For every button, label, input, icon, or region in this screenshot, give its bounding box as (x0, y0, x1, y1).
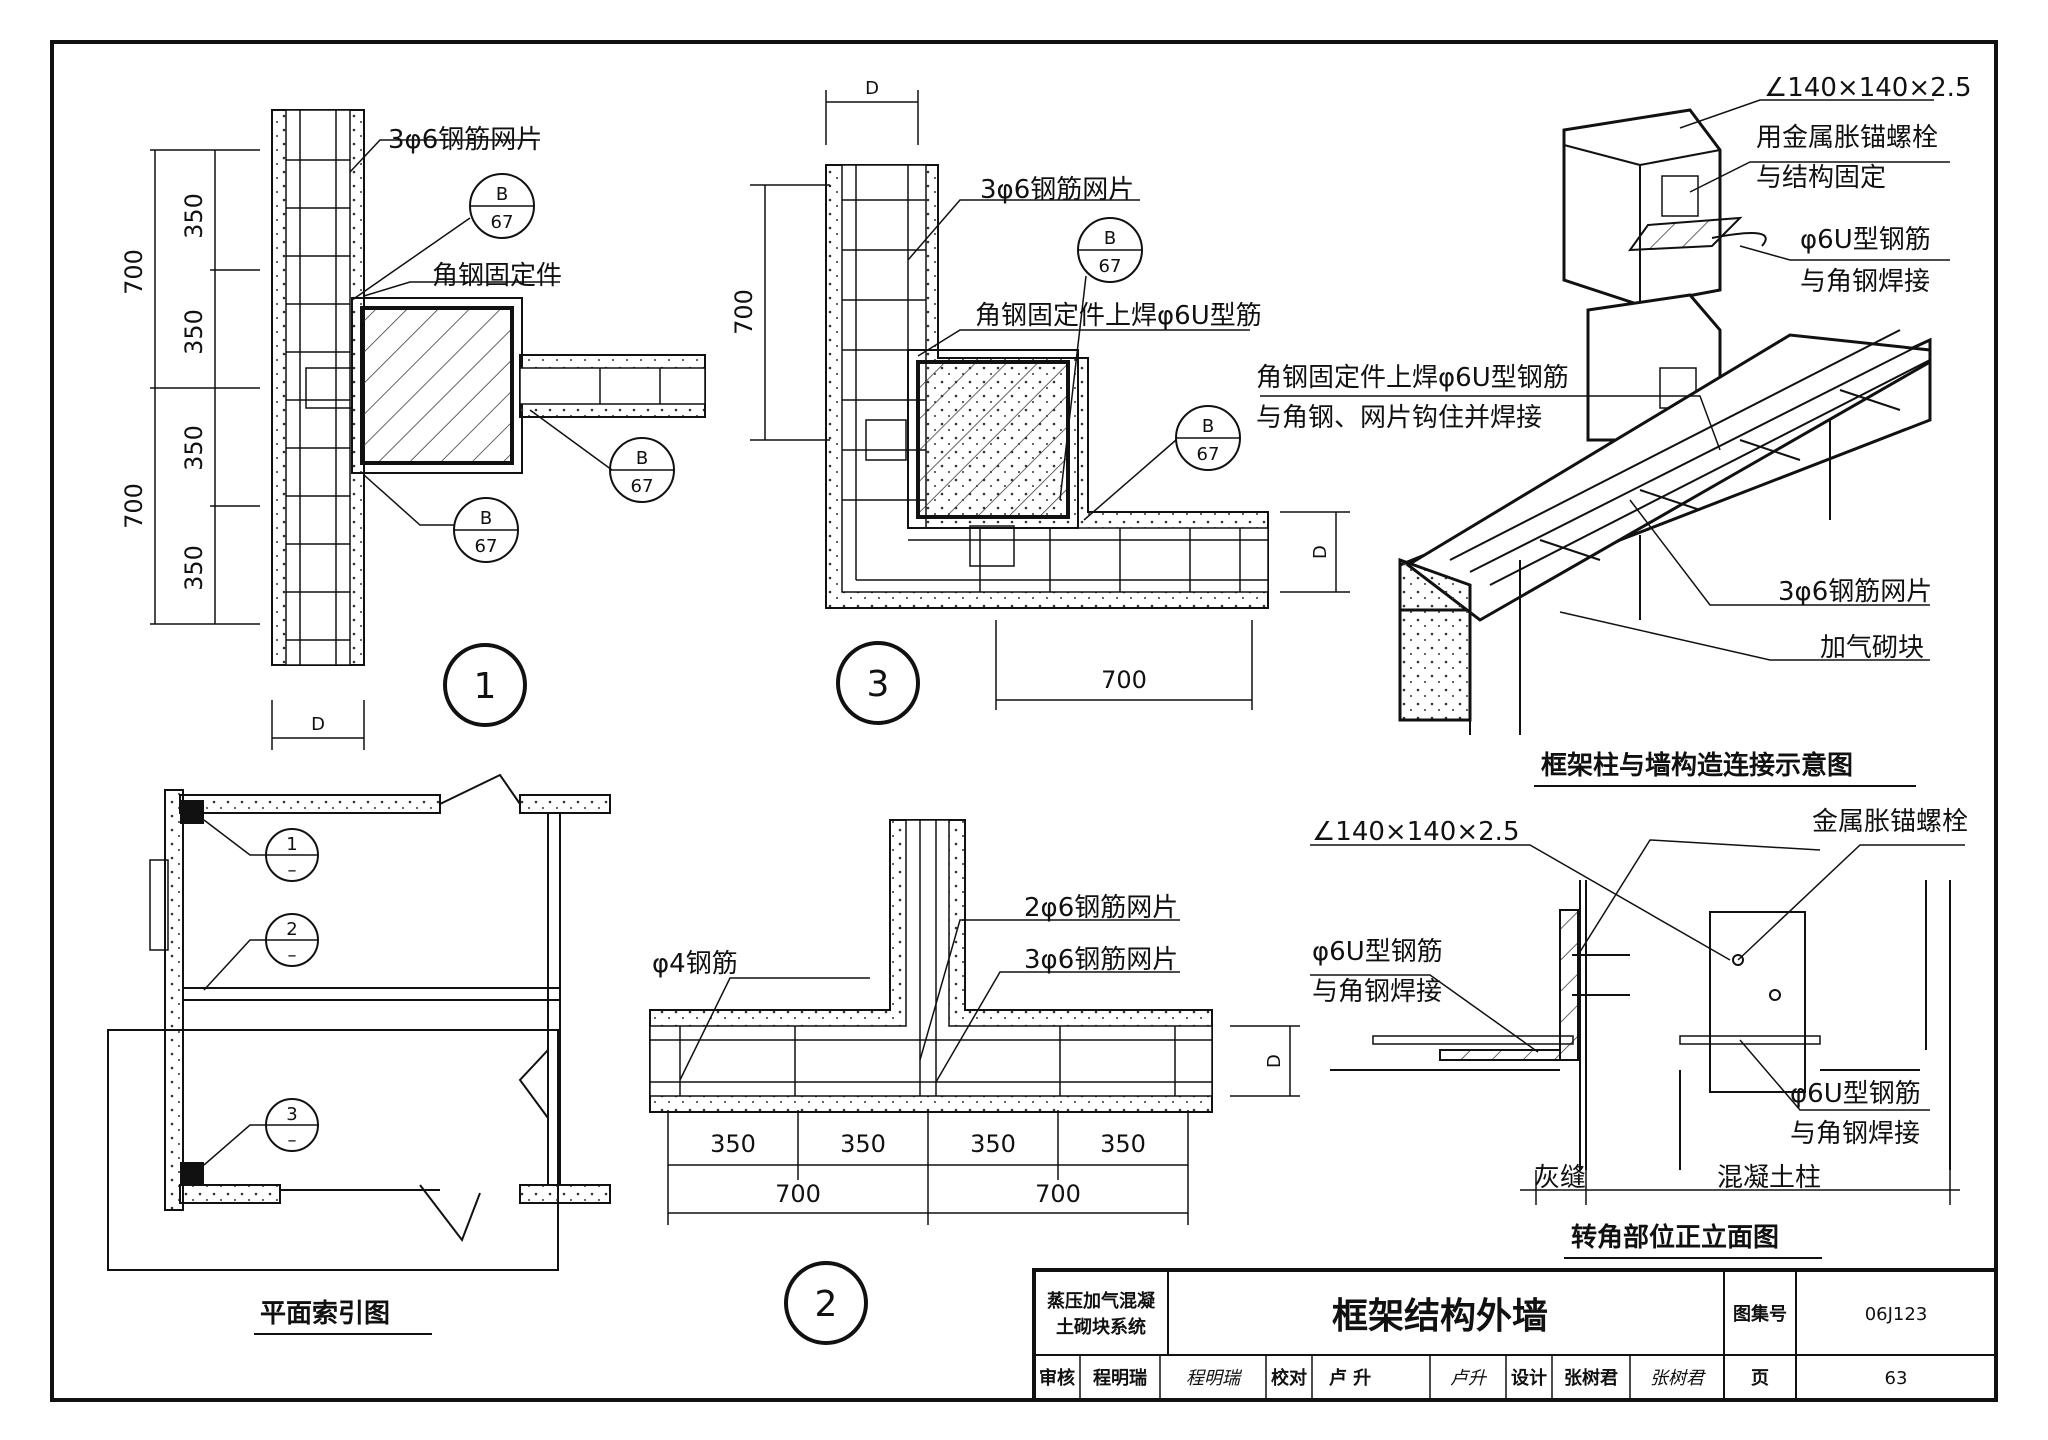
d1-ref-bottom: B 67 (453, 497, 519, 563)
detail-1-number: 1 (474, 666, 497, 707)
d3-label-angle-u: 角钢固定件上焊φ6U型筋 (975, 301, 1262, 331)
d2-dim-350-b: 350 (840, 1130, 886, 1158)
svg-text:B: B (1104, 228, 1116, 249)
iso-label-mesh: 3φ6钢筋网片 (1778, 577, 1932, 607)
detail-2-number: 2 (815, 1284, 838, 1325)
svg-text:B: B (636, 448, 648, 469)
tb-atlas-label: 图集号 (1733, 1303, 1787, 1325)
tb-designer: 张树君 (1564, 1367, 1618, 1389)
d1-dim-700-b: 700 (120, 483, 148, 529)
iso-connection: ∠140×140×2.5 用金属胀锚螺栓 与结构固定 φ6U型钢筋 与角钢焊接 … (1256, 73, 1971, 787)
svg-text:B: B (1202, 416, 1214, 437)
d2-dim-700-b: 700 (1035, 1180, 1081, 1208)
d1-label-angle: 角钢固定件 (432, 261, 562, 291)
d3-dim-700-v: 700 (730, 289, 758, 335)
iso-label-ubar-2: 与角钢焊接 (1800, 267, 1930, 297)
d2-label-mesh3: 3φ6钢筋网片 (1024, 945, 1178, 975)
plan-caption: 平面索引图 (260, 1299, 390, 1329)
plan-ref-2: 2 – (265, 913, 319, 967)
d3-label-mesh: 3φ6钢筋网片 (980, 175, 1134, 205)
tb-page-no: 63 (1885, 1368, 1908, 1389)
plan-ref-1: 1 – (265, 828, 319, 882)
d2-dim-d: D (1264, 1054, 1285, 1068)
plan-index: 1 – 2 – 3 – 平面索引图 (107, 773, 611, 1335)
d3-dim-d-top: D (865, 78, 879, 99)
svg-text:1: 1 (286, 834, 297, 855)
elev-label-angle: ∠140×140×2.5 (1312, 817, 1519, 847)
iso-caption: 框架柱与墙构造连接示意图 (1541, 750, 1853, 781)
d2-dim-350-c: 350 (970, 1130, 1016, 1158)
svg-text:B: B (496, 184, 508, 205)
elev-label-ubar-1: φ6U型钢筋 (1312, 937, 1443, 967)
elev-label-ubar-4: 与角钢焊接 (1790, 1119, 1920, 1149)
d3-ref-right: B 67 (1175, 405, 1241, 471)
tb-reviewer-sig: 程明瑞 (1186, 1368, 1243, 1389)
tb-checker: 卢 升 (1329, 1367, 1371, 1389)
svg-text:B: B (480, 508, 492, 529)
d2-dim-350-a: 350 (710, 1130, 756, 1158)
d1-dim-350-c: 350 (180, 425, 208, 471)
d1-dim-700-a: 700 (120, 249, 148, 295)
tb-check-label: 校对 (1271, 1367, 1307, 1389)
elev-label-ubar-3: φ6U型钢筋 (1790, 1079, 1921, 1109)
tb-drawing-title: 框架结构外墙 (1332, 1296, 1548, 1337)
d3-dim-d-right: D (1310, 545, 1331, 559)
svg-text:67: 67 (491, 212, 514, 233)
d1-ref-top: B 67 (469, 173, 535, 239)
svg-text:–: – (288, 860, 297, 881)
iso-label-bolt-2: 与结构固定 (1756, 163, 1886, 193)
svg-text:67: 67 (1099, 256, 1122, 277)
plan-ref-3: 3 – (265, 1098, 319, 1152)
iso-label-bolt-1: 用金属胀锚螺栓 (1756, 123, 1938, 153)
tb-system-2: 土砌块系统 (1056, 1316, 1146, 1338)
tb-checker-sig: 卢升 (1450, 1368, 1488, 1389)
iso-label-ubar-1: φ6U型钢筋 (1800, 225, 1931, 255)
d1-ref-right: B 67 (609, 437, 675, 503)
svg-text:67: 67 (631, 476, 654, 497)
tb-designer-sig: 张树君 (1650, 1368, 1706, 1389)
tb-atlas-no: 06J123 (1865, 1304, 1928, 1325)
d1-dim-d: D (311, 714, 325, 735)
svg-text:67: 67 (1197, 444, 1220, 465)
d1-dim-350-b: 350 (180, 309, 208, 355)
corner-elevation: ∠140×140×2.5 金属胀锚螺栓 φ6U型钢筋 与角钢焊接 φ6U型钢筋 … (1310, 807, 1968, 1259)
title-block: 蒸压加气混凝 土砌块系统 框架结构外墙 图集号 06J123 审核 程明瑞 程明… (1032, 1268, 1998, 1402)
tb-reviewer: 程明瑞 (1093, 1368, 1147, 1389)
elev-label-bolt: 金属胀锚螺栓 (1812, 807, 1968, 837)
iso-label-block: 加气砌块 (1820, 633, 1924, 663)
elev-label-column: 混凝土柱 (1717, 1163, 1821, 1193)
d1-label-mesh: 3φ6钢筋网片 (388, 125, 542, 155)
d2-label-phi4: φ4钢筋 (652, 949, 738, 979)
tb-review-label: 审核 (1039, 1367, 1075, 1389)
sheet-border (50, 40, 1998, 1402)
iso-label-weld-1: 角钢固定件上焊φ6U型钢筋 (1256, 363, 1569, 393)
elev-label-masonry: 灰缝 (1534, 1163, 1586, 1193)
tb-design-label: 设计 (1511, 1367, 1547, 1389)
iso-label-angle: ∠140×140×2.5 (1764, 73, 1971, 103)
d2-dim-350-d: 350 (1100, 1130, 1146, 1158)
svg-text:–: – (288, 1130, 297, 1151)
d1-dim-350-a: 350 (180, 193, 208, 239)
elev-label-ubar-2: 与角钢焊接 (1312, 977, 1442, 1007)
d3-dim-700-h: 700 (1101, 666, 1147, 694)
svg-text:67: 67 (475, 536, 498, 557)
svg-text:–: – (288, 945, 297, 966)
d3-ref-top: B 67 (1077, 217, 1143, 283)
d2-dim-700-a: 700 (775, 1180, 821, 1208)
detail-3-number: 3 (867, 664, 890, 705)
elev-caption: 转角部位正立面图 (1571, 1222, 1779, 1253)
svg-text:2: 2 (286, 919, 297, 940)
tb-system-1: 蒸压加气混凝 (1047, 1290, 1156, 1312)
tb-page-label: 页 (1751, 1368, 1769, 1389)
svg-text:3: 3 (286, 1104, 297, 1125)
d2-label-mesh2: 2φ6钢筋网片 (1024, 893, 1178, 923)
iso-label-weld-2: 与角钢、网片钩住并焊接 (1256, 403, 1542, 433)
detail-2: 350 350 350 350 700 700 D φ4钢筋 2φ6钢筋网片 3… (649, 819, 1300, 1345)
detail-3: D 700 700 D 3φ6钢筋网片 角钢固定件上焊φ6U型筋 B 67 B … (730, 78, 1350, 725)
d1-dim-350-d: 350 (180, 545, 208, 591)
detail-1: 350 350 350 350 700 700 D 3φ6钢筋网片 角钢固定件 … (120, 109, 706, 750)
